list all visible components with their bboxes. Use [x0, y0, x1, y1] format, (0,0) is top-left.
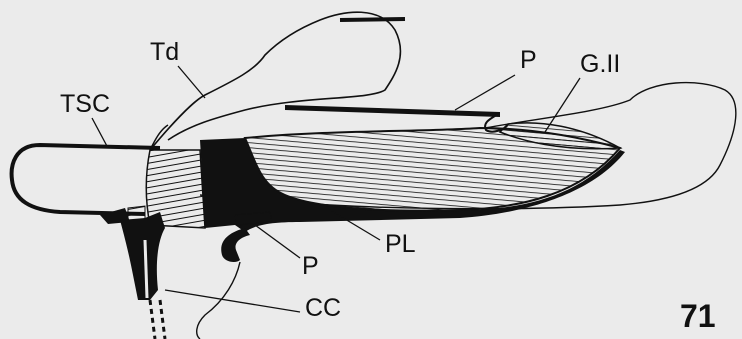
- td-tube-outline: [150, 12, 400, 150]
- g2-leader: [545, 78, 580, 132]
- p-lower-hook: [221, 228, 250, 262]
- td-leader: [178, 66, 205, 98]
- cc-leader: [165, 290, 300, 312]
- p-upper-bar: [285, 105, 500, 117]
- label-pl: PL: [385, 232, 416, 257]
- figure-number: 71: [680, 300, 716, 332]
- cc-dashed-lines: [150, 300, 165, 339]
- label-cc: CC: [305, 296, 341, 321]
- p-lower-leader: [255, 225, 300, 258]
- cc-duct: [120, 212, 165, 300]
- cc-duct-gap: [145, 240, 147, 298]
- p-lower-thin-line: [197, 262, 240, 339]
- pl-hatched-lobe: [245, 128, 620, 211]
- p-upper-leader: [455, 75, 515, 110]
- tsc-leader: [92, 118, 108, 148]
- label-p-lower: P: [302, 254, 319, 279]
- label-td: Td: [150, 40, 179, 65]
- tsc-sac-outline: [12, 145, 160, 214]
- label-p-upper: P: [520, 48, 537, 73]
- label-tsc: TSC: [60, 92, 110, 117]
- scale-bar: [340, 19, 405, 20]
- label-g2: G.II: [580, 52, 620, 77]
